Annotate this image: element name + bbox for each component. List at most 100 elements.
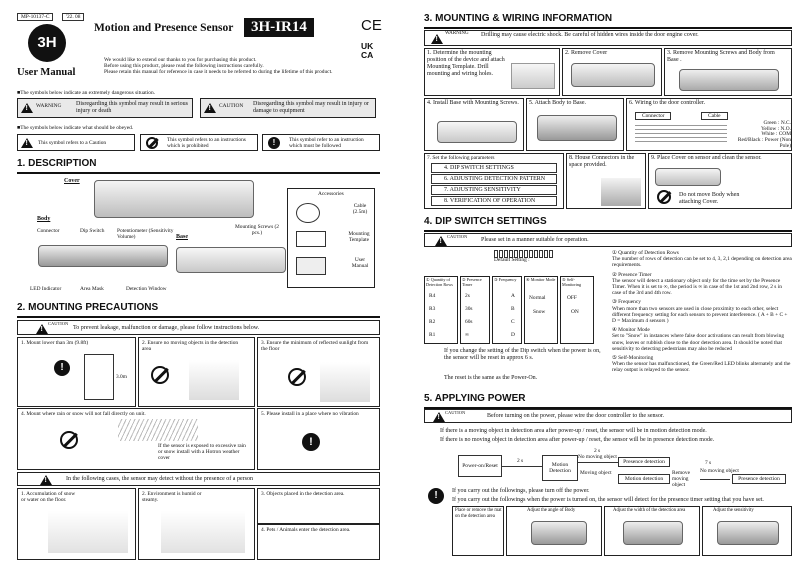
prohibited-ref-box: This symbol refers to an instructions wh…	[140, 134, 258, 151]
danger-note: ■The symbols below indicate an extremely…	[17, 90, 155, 96]
potentiometer-label: Potentiometer (Sensitivity Volume)	[117, 228, 174, 241]
dip-switch-label: Dip Switch	[80, 228, 105, 234]
dip-col-rows: ① Quantity of Detection Rows R4 R3 R2 R1	[424, 276, 458, 344]
power-line-1: If there is a moving object in detection…	[440, 428, 707, 434]
prohibited-icon	[288, 368, 306, 386]
body-label: Body	[37, 216, 51, 222]
prohibited-icon	[60, 431, 78, 449]
power-caution-box: CAUTION Before turning on the power, ple…	[424, 409, 792, 423]
flow-presence-detection-2: Presence detection	[732, 474, 786, 484]
ukca-mark: UK CA	[361, 41, 374, 60]
caution-icon	[21, 138, 33, 148]
caution-icon	[36, 324, 48, 334]
connector-tag: Connector	[635, 112, 672, 121]
mounting-screws-label: Mounting Screws (2 pcs.)	[234, 224, 280, 237]
precaution-item-3: 3. Ensure the minimum of reflected sunli…	[257, 337, 380, 407]
prohibited-icon	[151, 366, 169, 384]
mandatory-icon: !	[302, 433, 320, 451]
base-label: Base	[176, 234, 188, 240]
precaution-item-4: 4. Mount where rain or snow will not fal…	[17, 408, 255, 470]
led-indicator-label: LED Indicator	[30, 286, 62, 292]
false-detect-case-2: 2. Environment is humid or steamy.	[138, 488, 255, 560]
manual-icon	[296, 257, 326, 275]
drilling-warning-box: WARNING Drilling may cause electric shoc…	[424, 30, 792, 46]
section-description-heading: 1. DESCRIPTION	[17, 158, 97, 169]
cover-place-illustration	[655, 168, 721, 186]
connector-label: Connector	[37, 228, 60, 234]
warning-symbol-box: WARNING Disregarding this symbol may res…	[17, 98, 193, 118]
param-verification: 8. VERIFICATION OF OPERATION	[431, 196, 557, 206]
mount-step-5: 5. Attach Body to Base.	[526, 98, 624, 151]
flow-presence-detection: Presence detection	[618, 457, 670, 467]
dip-col-timer: ② Presence Timer 2s 30s 60s ∞	[460, 276, 490, 344]
area-mask-label: Area Mask	[80, 286, 104, 292]
body-attach-illustration	[537, 115, 617, 141]
caution-icon	[433, 412, 445, 422]
door-illustration	[84, 354, 114, 400]
wire-colors: Green : N.C. Yellow : N.O. White : COM R…	[737, 120, 791, 149]
dip-switch-diagram: Default Setting : ① Quantity of Detectio…	[424, 250, 594, 345]
mount-step-4: 4. Install Base with Mounting Screws.	[424, 98, 524, 151]
product-title: Motion and Presence Sensor	[94, 22, 234, 34]
sensitivity-illustration	[717, 521, 779, 545]
width-illustration	[623, 521, 683, 545]
caution-icon	[435, 236, 447, 246]
mount-step-8: 8. House Connectors in the space provide…	[566, 153, 646, 209]
flow-motion-detection: Motion Detection	[542, 455, 578, 481]
angle-illustration	[531, 521, 587, 545]
section-dip-heading: 4. DIP SWITCH SETTINGS	[424, 216, 547, 227]
caution-ref-box: This symbol refers to a Caution	[17, 134, 135, 151]
doc-code: MP-10137-C	[17, 13, 54, 22]
precaution-item-2: 2. Ensure no moving objects in the detec…	[138, 337, 255, 407]
detection-window-label: Detection Window	[126, 286, 167, 292]
mandatory-icon: !	[268, 137, 280, 149]
rain-illustration	[118, 419, 198, 441]
mount-step-6: 6. Wiring to the door controller. Connec…	[626, 98, 792, 151]
action-angle: Adjust the angle of Body	[506, 506, 602, 556]
dip-col-mode: ④ Monitor Mode Normal Snow	[524, 276, 558, 344]
sunlight-illustration	[320, 362, 370, 402]
prohibited-icon	[657, 190, 671, 204]
dip-reset-note: The reset is the same as the Power-On.	[444, 375, 538, 381]
template-icon	[296, 231, 326, 247]
accessories-box: Accessories Cable (2.5m) Mounting Templa…	[287, 188, 375, 288]
mount-step-1: 1. Determine the mounting position of th…	[424, 48, 560, 96]
precaution-item-1: 1. Mount lower than 3m (9.8ft) ! 3.0m	[17, 337, 136, 407]
cover-illustration	[94, 180, 254, 218]
action-mat: Place or remove the mat on the detection…	[452, 506, 504, 556]
intro-text: We would like to extend our thanks to yo…	[104, 57, 333, 76]
power-line-2: If there is no moving object in detectio…	[440, 437, 715, 443]
section-mounting-heading: 3. MOUNTING & WIRING INFORMATION	[424, 13, 613, 24]
carry-note-2: If you carry out the followings when the…	[452, 497, 764, 503]
section-power-heading: 5. APPLYING POWER	[424, 393, 526, 404]
body-illustration	[38, 245, 168, 267]
mount-step-7: 7. Set the following parameters 4. DIP S…	[424, 153, 564, 209]
tree-detection-illustration	[189, 360, 239, 400]
warning-icon	[431, 34, 443, 44]
template-illustration	[511, 63, 555, 89]
steam-illustration	[161, 511, 245, 553]
param-dip: 4. DIP SWITCH SETTINGS	[431, 163, 557, 173]
false-detect-case-4: 4. Pets / Animals enter the detection ar…	[257, 524, 380, 560]
param-pattern: 6. ADJUSTING DETECTION PATTERN	[431, 174, 557, 184]
user-manual-label: User Manual	[17, 67, 76, 78]
precaution-item-5: 5. Please install in a place where no vi…	[257, 408, 380, 470]
false-detect-case-3: 3. Objects placed in the detection area.	[257, 488, 380, 524]
must-ref-box: ! This symbol refer to an instruction wh…	[262, 134, 380, 151]
section-precautions-heading: 2. MOUNTING PRECAUTIONS	[17, 302, 159, 313]
flow-power-on: Power-on/Reset	[458, 455, 502, 477]
warning-icon	[21, 103, 33, 113]
dip-col-frequency: ③ Frequency A B C D	[492, 276, 522, 344]
cover-label: Cover	[64, 178, 80, 184]
detect-note-box: In the following cases, the sensor may d…	[17, 472, 380, 486]
caution-icon	[40, 475, 52, 485]
ce-mark: CE	[361, 17, 382, 34]
snow-floor-illustration	[48, 511, 128, 553]
doc-date: '22. 08	[62, 13, 85, 22]
cover-removal-illustration	[571, 63, 655, 87]
wiring-illustration	[635, 125, 727, 145]
brand-logo: 3H	[28, 24, 66, 62]
mount-step-9: 9. Place Cover on sensor and clean the s…	[648, 153, 792, 209]
carry-note-1: If you carry out the followings, please …	[452, 488, 590, 494]
false-detect-case-1: 1. Accumulation of snow or water on the …	[17, 488, 136, 560]
